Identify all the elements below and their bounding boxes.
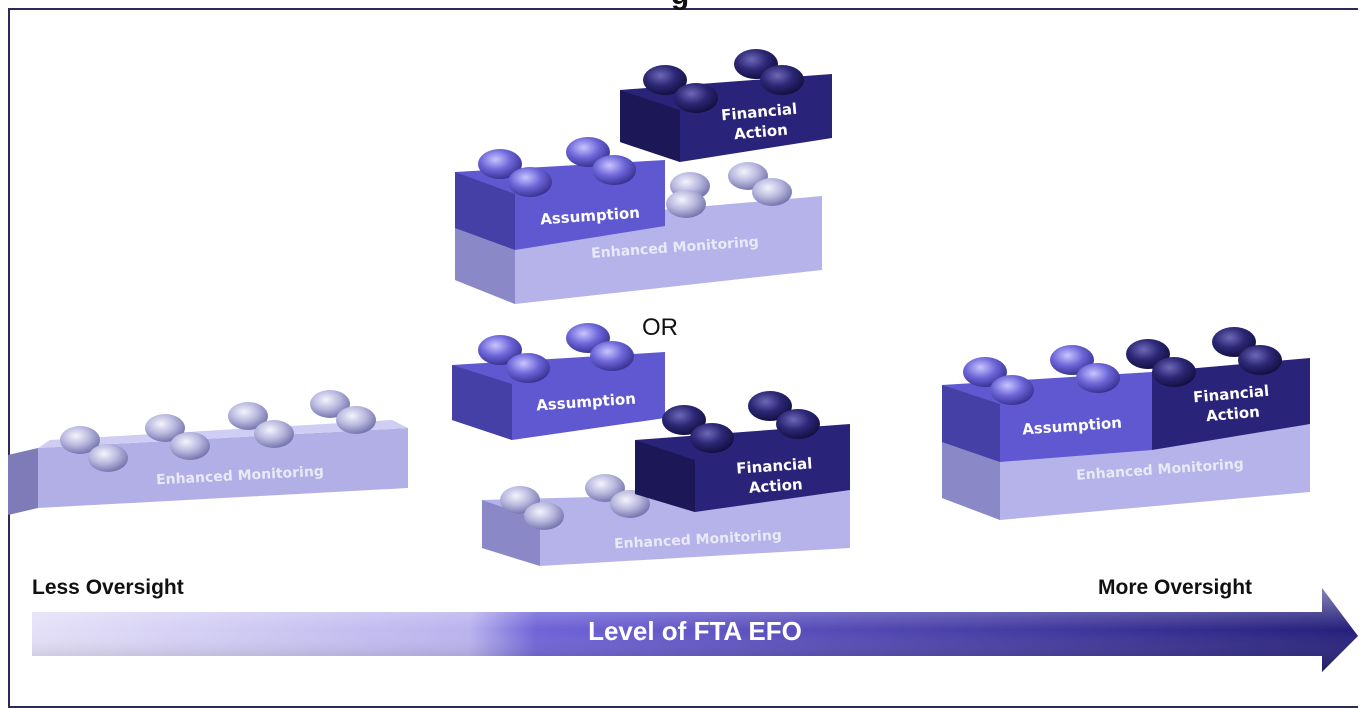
brick-enhanced-monitoring-left-studs bbox=[60, 390, 376, 472]
less-oversight-label: Less Oversight bbox=[32, 576, 184, 599]
brick-financial-action-top-stack bbox=[620, 49, 832, 162]
brick-assumption-middle-stack bbox=[452, 323, 665, 440]
oversight-arrow bbox=[32, 588, 1358, 672]
brick-financial-action-right-stack bbox=[1126, 327, 1310, 450]
arrow-label: Level of FTA EFO bbox=[588, 616, 802, 646]
brick-enhanced-monitoring-middle-stack bbox=[482, 474, 850, 566]
slide-title-fragment: g bbox=[0, 0, 1360, 12]
brick-enhanced-monitoring-top-stack-studs bbox=[666, 162, 792, 218]
or-label: OR bbox=[642, 314, 678, 341]
brick-assumption-right-stack bbox=[942, 345, 1152, 462]
brick-assumption-top-stack bbox=[455, 137, 665, 250]
brick-enhanced-monitoring-left bbox=[8, 420, 408, 515]
label-financial-action-middle: Financial Action bbox=[714, 452, 836, 500]
more-oversight-label: More Oversight bbox=[1098, 576, 1253, 599]
brick-financial-action-middle-stack bbox=[635, 391, 850, 512]
